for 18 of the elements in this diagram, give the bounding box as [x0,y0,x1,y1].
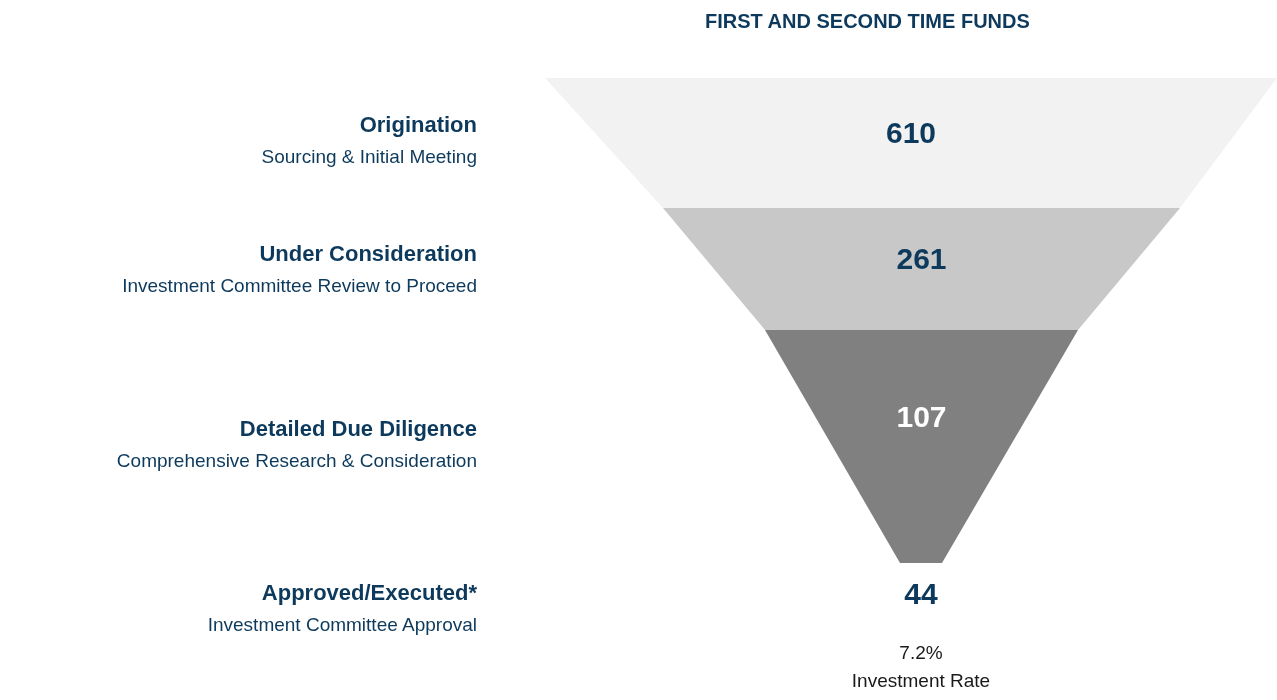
stage-description: Comprehensive Research & Consideration [116,450,477,472]
stage-description: Investment Committee Review to Proceed [122,275,477,297]
stage-name: Under Consideration [259,241,477,267]
count-value: 610 [884,116,938,150]
funnel-band [663,208,1180,330]
stage-name: Approved/Executed* [261,580,477,606]
funnel-band [765,330,1078,563]
count-value: 107 [895,400,948,434]
count-value: 44 [904,577,938,611]
stage-description: Sourcing & Initial Meeting [261,146,477,168]
title: FIRST AND SECOND TIME FUNDS [705,10,1030,33]
stage-name: Origination [359,112,477,138]
stage-name: Detailed Due Diligence [239,416,477,442]
funnel-band [545,78,1277,208]
stage-description: Investment Committee Approval [207,614,477,636]
rate-text: 7.2% [899,642,943,664]
rate-text: Investment Rate [851,670,991,692]
count-value: 261 [895,242,948,276]
